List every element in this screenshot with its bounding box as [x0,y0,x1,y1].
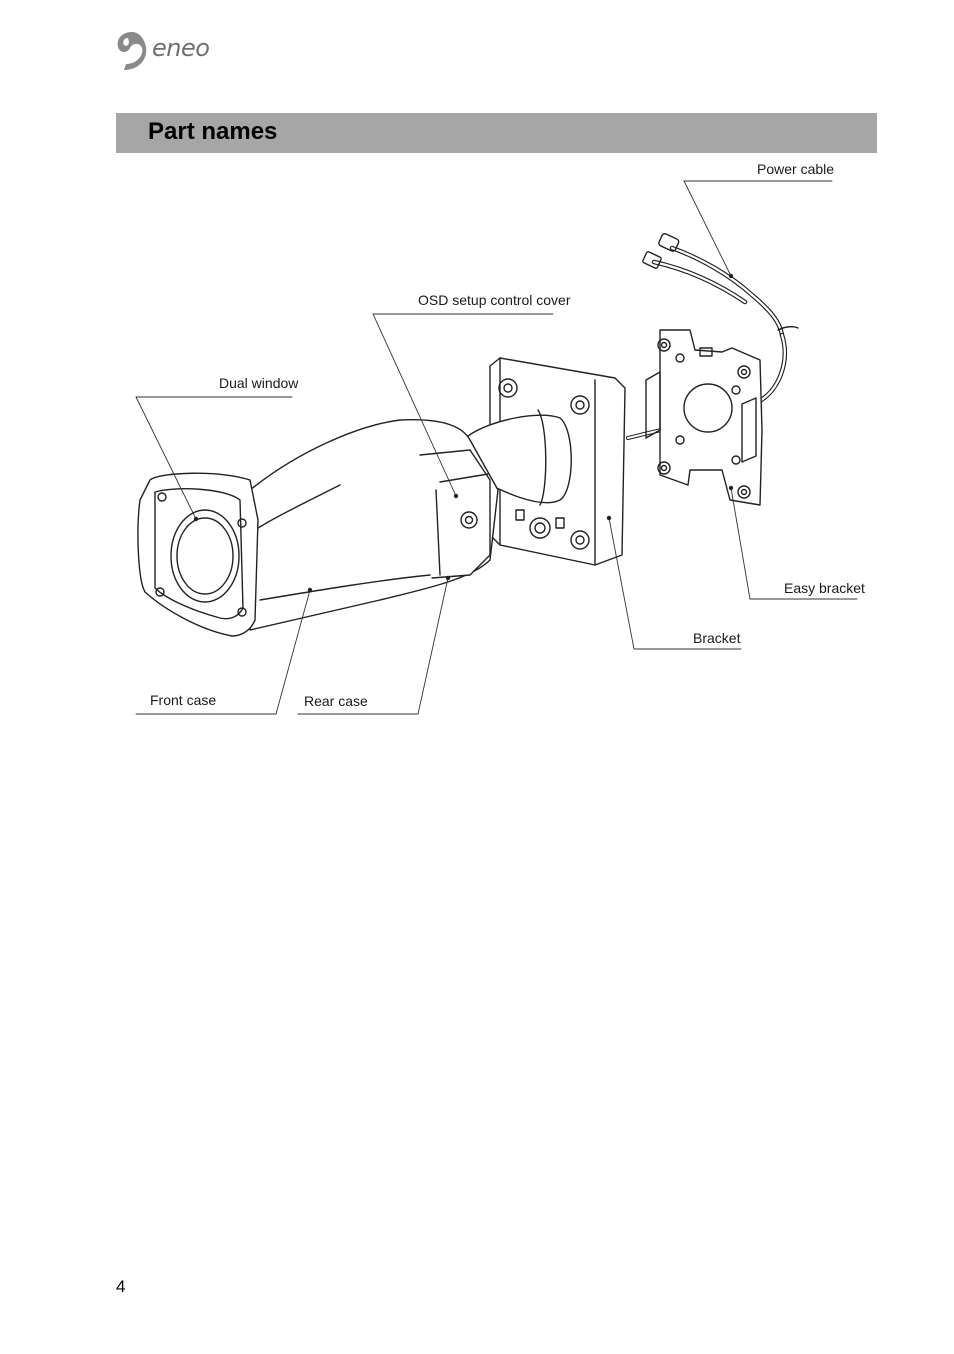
label-dual-window: Dual window [219,375,299,391]
label-osd-setup-control-cover: OSD setup control cover [418,292,571,308]
label-power-cable: Power cable [757,161,835,177]
section-title-bar: Part names [116,113,877,153]
easy-bracket-drawing [645,329,763,506]
label-bracket: Bracket [693,630,741,646]
callout-dots [193,273,734,593]
label-easy-bracket: Easy bracket [784,580,865,596]
section-title: Part names [148,118,278,145]
brand-name: eneo [152,34,210,62]
brand-logo: eneo [114,30,224,72]
eneo-swirl-logo-icon [117,32,147,70]
callout-lines [135,180,858,715]
camera-body-drawing [137,418,499,637]
label-rear-case: Rear case [304,693,368,709]
bracket-drawing [467,357,626,566]
camera-parts-diagram [135,180,858,715]
label-front-case: Front case [150,692,217,708]
page-number: 4 [116,1277,126,1296]
